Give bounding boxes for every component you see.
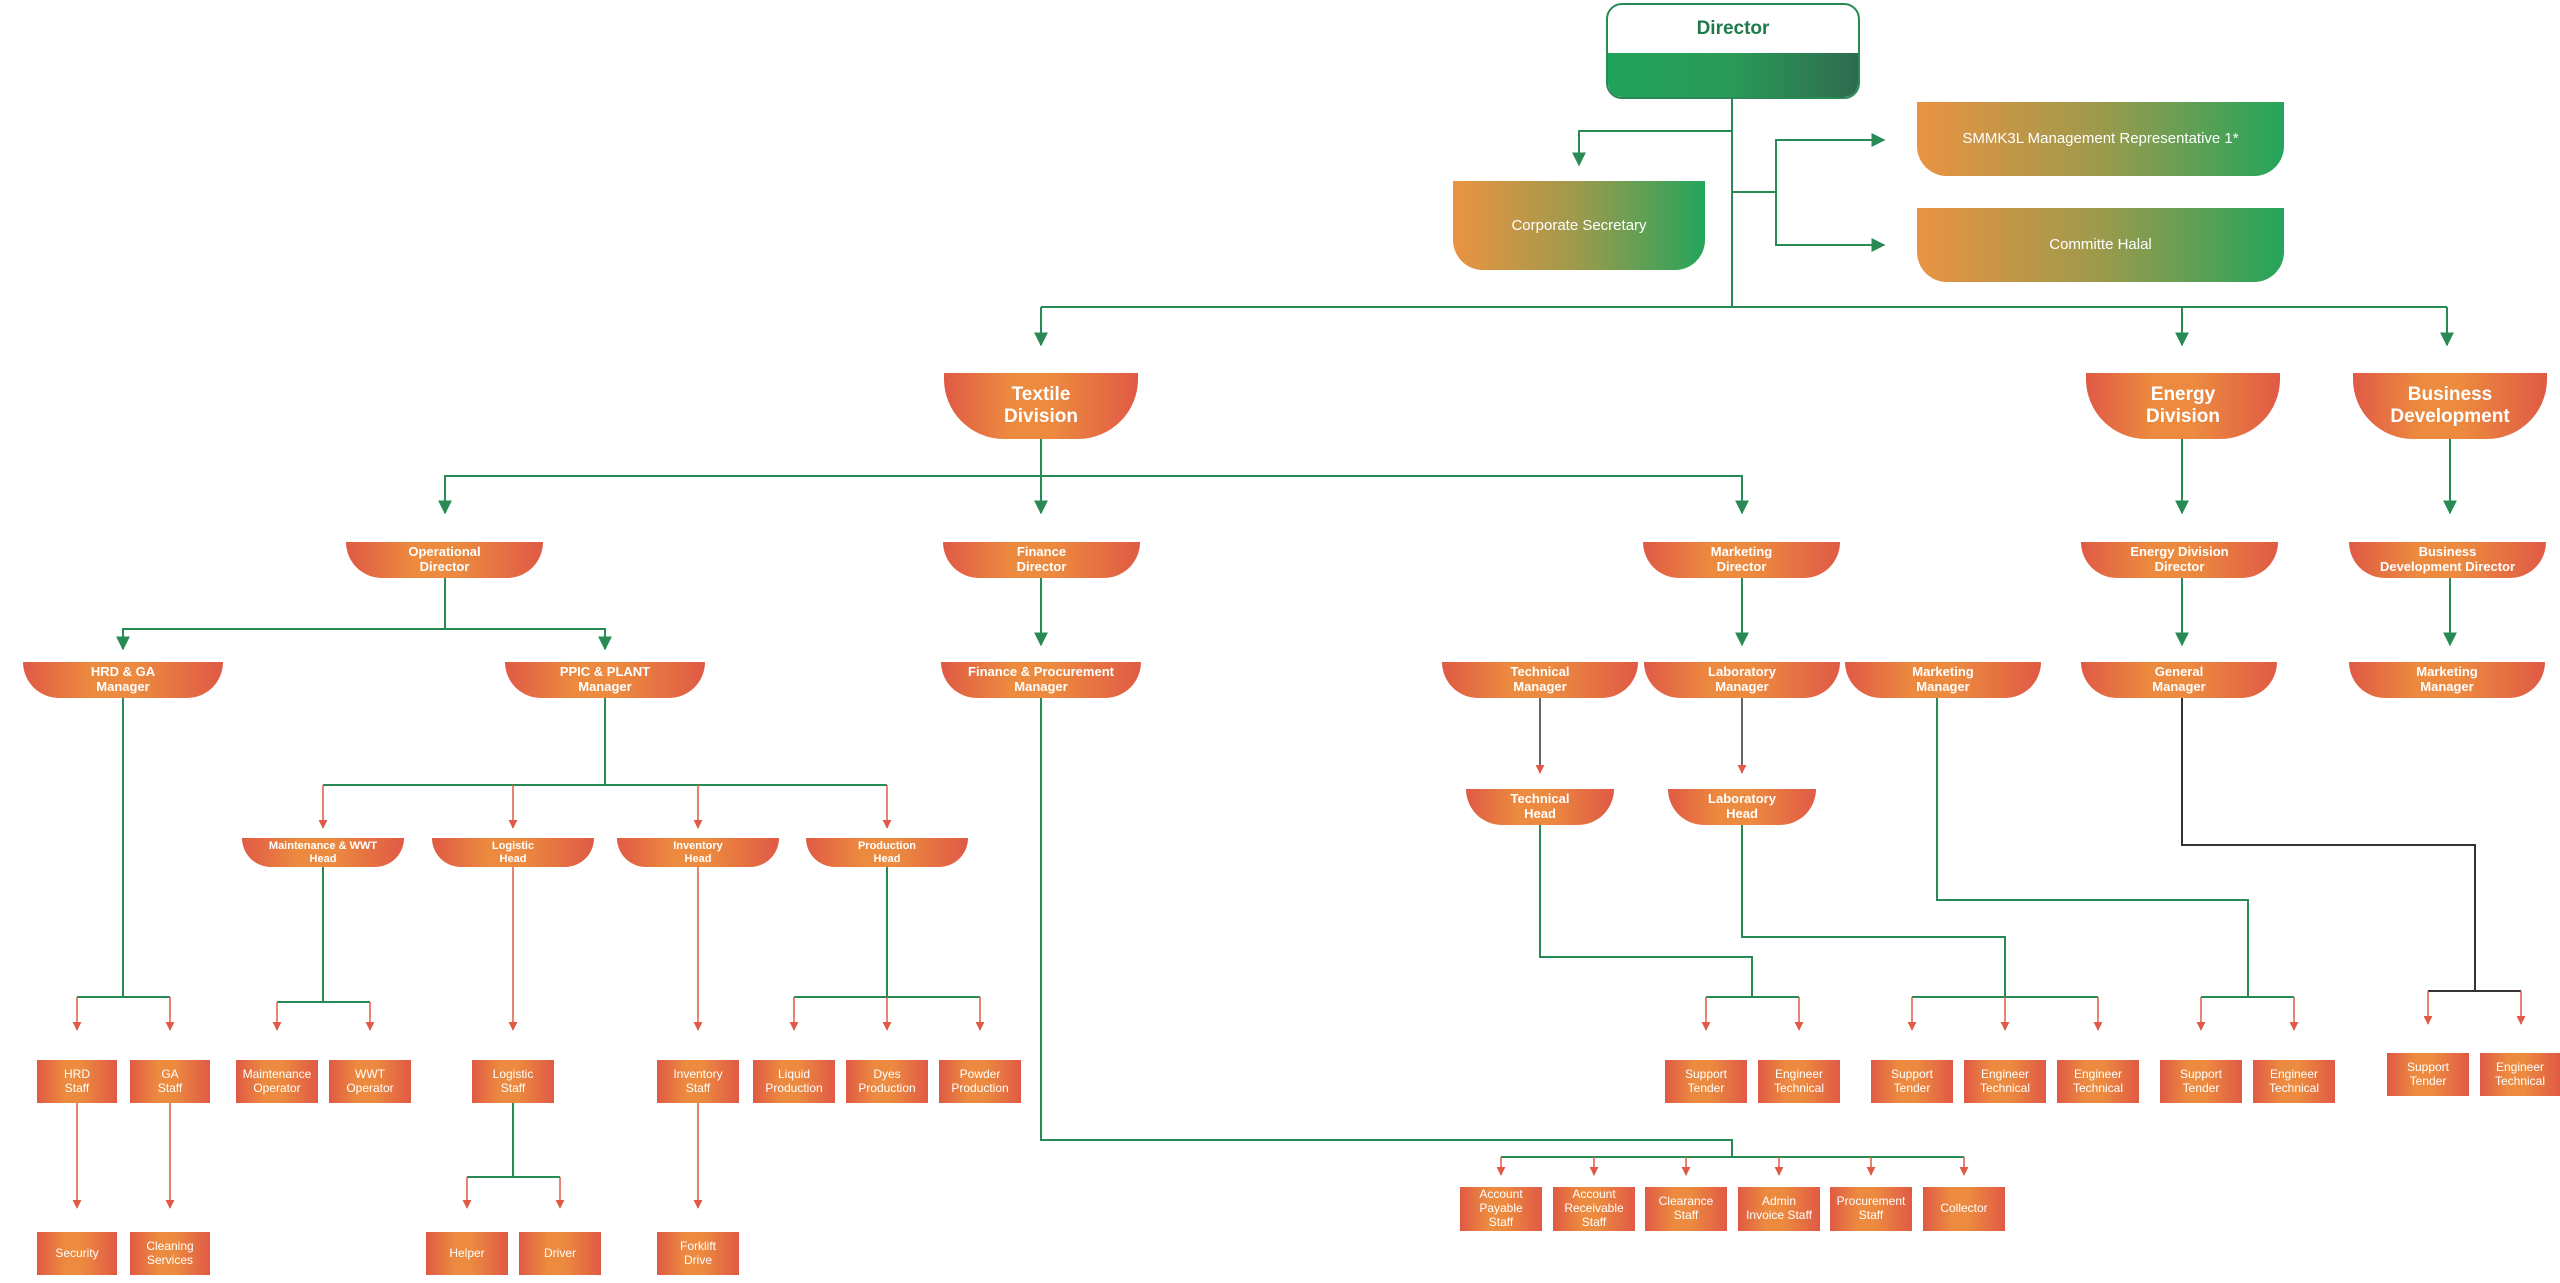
mkt-engineer-technical-box-1[interactable]: Engineer Technical <box>1964 1060 2046 1103</box>
finance-director-box[interactable]: Finance Director <box>943 542 1140 578</box>
energy-division-box[interactable]: Energy Division <box>2086 373 2280 439</box>
collector-box[interactable]: Collector <box>1923 1187 2005 1231</box>
bd-support-tender-box[interactable]: Support Tender <box>2387 1053 2469 1096</box>
mkt-support-tender-box[interactable]: Support Tender <box>1871 1060 1953 1103</box>
dyes-production-box[interactable]: Dyes Production <box>846 1060 928 1103</box>
account-payable-staff-box[interactable]: Account Payable Staff <box>1460 1187 1542 1231</box>
finance-procurement-manager-box[interactable]: Finance & Procurement Manager <box>941 662 1141 698</box>
helper-box[interactable]: Helper <box>426 1232 508 1275</box>
director-box[interactable]: Director <box>1606 3 1860 99</box>
forklift-drive-box[interactable]: Forklift Drive <box>657 1232 739 1275</box>
ga-staff-box[interactable]: GA Staff <box>130 1060 210 1103</box>
wwt-operator-box[interactable]: WWT Operator <box>329 1060 411 1103</box>
driver-box[interactable]: Driver <box>519 1232 601 1275</box>
laboratory-head-box[interactable]: Laboratory Head <box>1668 789 1816 825</box>
operational-director-box[interactable]: Operational Director <box>346 542 543 578</box>
inventory-head-box[interactable]: Inventory Head <box>617 838 779 867</box>
tech-support-tender-box[interactable]: Support Tender <box>1665 1060 1747 1103</box>
general-manager-box[interactable]: General Manager <box>2081 662 2277 698</box>
director-band <box>1608 53 1858 97</box>
admin-invoice-staff-box[interactable]: Admin Invoice Staff <box>1738 1187 1820 1231</box>
smmk3l-box[interactable]: SMMK3L Management Representative 1* <box>1917 102 2284 176</box>
business-development-director-box[interactable]: Business Development Director <box>2349 542 2546 578</box>
bd-marketing-manager-box[interactable]: Marketing Manager <box>2349 662 2545 698</box>
textile-division-box[interactable]: Textile Division <box>944 373 1138 439</box>
marketing-director-box[interactable]: Marketing Director <box>1643 542 1840 578</box>
technical-manager-box[interactable]: Technical Manager <box>1442 662 1638 698</box>
maintenance-operator-box[interactable]: Maintenance Operator <box>236 1060 318 1103</box>
logistic-staff-box[interactable]: Logistic Staff <box>472 1060 554 1103</box>
marketing-manager-box[interactable]: Marketing Manager <box>1845 662 2041 698</box>
cleaning-services-box[interactable]: Cleaning Services <box>130 1232 210 1275</box>
powder-production-box[interactable]: Powder Production <box>939 1060 1021 1103</box>
mkt-engineer-technical-box-2[interactable]: Engineer Technical <box>2057 1060 2139 1103</box>
procurement-staff-box[interactable]: Procurement Staff <box>1830 1187 1912 1231</box>
bd-engineer-technical-box[interactable]: Engineer Technical <box>2480 1053 2560 1096</box>
corporate-secretary-box[interactable]: Corporate Secretary <box>1453 181 1705 270</box>
liquid-production-box[interactable]: Liquid Production <box>753 1060 835 1103</box>
hrd-ga-manager-box[interactable]: HRD & GA Manager <box>23 662 223 698</box>
gm-engineer-technical-box[interactable]: Engineer Technical <box>2253 1060 2335 1103</box>
account-receivable-staff-box[interactable]: Account Receivable Staff <box>1553 1187 1635 1231</box>
maintenance-wwt-head-box[interactable]: Maintenance & WWT Head <box>242 838 404 867</box>
inventory-staff-box[interactable]: Inventory Staff <box>657 1060 739 1103</box>
production-head-box[interactable]: Production Head <box>806 838 968 867</box>
gm-support-tender-box[interactable]: Support Tender <box>2160 1060 2242 1103</box>
security-box[interactable]: Security <box>37 1232 117 1275</box>
business-development-box[interactable]: Business Development <box>2353 373 2547 439</box>
laboratory-manager-box[interactable]: Laboratory Manager <box>1644 662 1840 698</box>
logistic-head-box[interactable]: Logistic Head <box>432 838 594 867</box>
tech-engineer-technical-box[interactable]: Engineer Technical <box>1758 1060 1840 1103</box>
ppic-plant-manager-box[interactable]: PPIC & PLANT Manager <box>505 662 705 698</box>
clearance-staff-box[interactable]: Clearance Staff <box>1645 1187 1727 1231</box>
technical-head-box[interactable]: Technical Head <box>1466 789 1614 825</box>
energy-division-director-box[interactable]: Energy Division Director <box>2081 542 2278 578</box>
hrd-staff-box[interactable]: HRD Staff <box>37 1060 117 1103</box>
director-title: Director <box>1696 17 1770 39</box>
committe-halal-box[interactable]: Committe Halal <box>1917 208 2284 282</box>
